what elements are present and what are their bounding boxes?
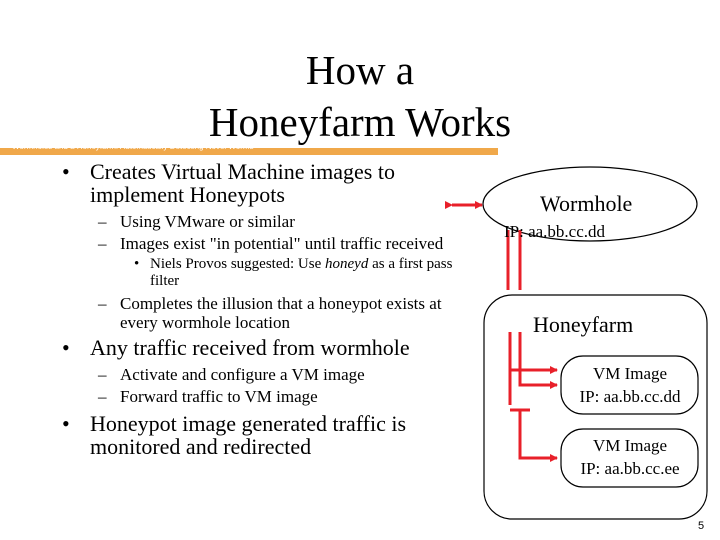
sub-bullet-item: – Completes the illusion that a honeypot… <box>62 294 462 332</box>
dash-mark: – <box>98 294 107 313</box>
vm2-ip: IP: aa.bb.cc.ee <box>580 459 680 478</box>
sub-bullet-item: – Activate and configure a VM image <box>62 365 462 384</box>
vm-image-box-1 <box>560 355 699 415</box>
bullet-list: • Creates Virtual Machine images to impl… <box>62 160 462 464</box>
slide-title: How a Honeyfarm Works <box>150 44 570 148</box>
sub-bullet-item: – Forward traffic to VM image <box>62 387 462 406</box>
vm-image-box-2 <box>560 428 699 488</box>
sub-bullet-item: – Images exist "in potential" until traf… <box>62 234 462 253</box>
bullet-mark: • <box>62 335 70 360</box>
route-vm2-arrow <box>518 410 558 462</box>
wormhole-label: Wormhole <box>540 191 633 216</box>
bullet-item: • Any traffic received from wormhole <box>62 336 462 359</box>
dash-mark: – <box>98 387 107 406</box>
sub-sub-bullet-text-pre: Niels Provos suggested: Use <box>150 256 325 272</box>
sub-bullet-text: Using VMware or similar <box>120 212 295 231</box>
header-bar-text: Wormholes and a Honeyfarm: Automatically… <box>12 142 254 151</box>
sub-bullet-text: Completes the illusion that a honeypot e… <box>120 294 442 332</box>
sub-bullet-text: Forward traffic to VM image <box>120 387 318 406</box>
page-number: 5 <box>698 520 705 532</box>
title-line-2: Honeyfarm Works <box>208 99 512 145</box>
dash-mark: – <box>98 212 107 231</box>
bullet-text: Any traffic received from wormhole <box>90 335 410 360</box>
dash-mark: – <box>98 234 107 253</box>
header-bar <box>0 148 498 155</box>
bullet-text: Creates Virtual Machine images to implem… <box>90 159 395 207</box>
sub-sub-bullet-item: • Niels Provos suggested: Use honeyd as … <box>62 256 462 290</box>
wormhole-ip: IP: aa.bb.cc.dd <box>504 222 606 241</box>
sub-bullet-text: Activate and configure a VM image <box>120 365 365 384</box>
bullet-item: • Creates Virtual Machine images to impl… <box>62 160 462 206</box>
bullet-item: • Honeypot image generated traffic is mo… <box>62 412 462 458</box>
route-vm1-arrow <box>518 332 558 389</box>
sub-sub-bullet-text-em: honeyd <box>325 256 369 272</box>
bullet-mark: • <box>62 159 70 184</box>
bullet-mark: • <box>62 411 70 436</box>
vm1-label: VM Image <box>592 364 668 383</box>
bullet-mark: • <box>134 256 140 272</box>
bullet-text: Honeypot image generated traffic is moni… <box>90 411 407 459</box>
vm2-label: VM Image <box>592 436 668 455</box>
honeyfarm-label: Honeyfarm <box>533 312 634 337</box>
vm1-ip: IP: aa.bb.cc.dd <box>579 387 681 406</box>
sub-bullet-text: Images exist "in potential" until traffi… <box>120 234 444 253</box>
sub-bullet-item: – Using VMware or similar <box>62 212 462 231</box>
sub-sub-bullet-text-post: as a first pass filter <box>150 256 453 289</box>
wormhole-ellipse <box>482 166 698 242</box>
dash-mark: – <box>98 365 107 384</box>
title-line-1: How a <box>305 47 415 93</box>
